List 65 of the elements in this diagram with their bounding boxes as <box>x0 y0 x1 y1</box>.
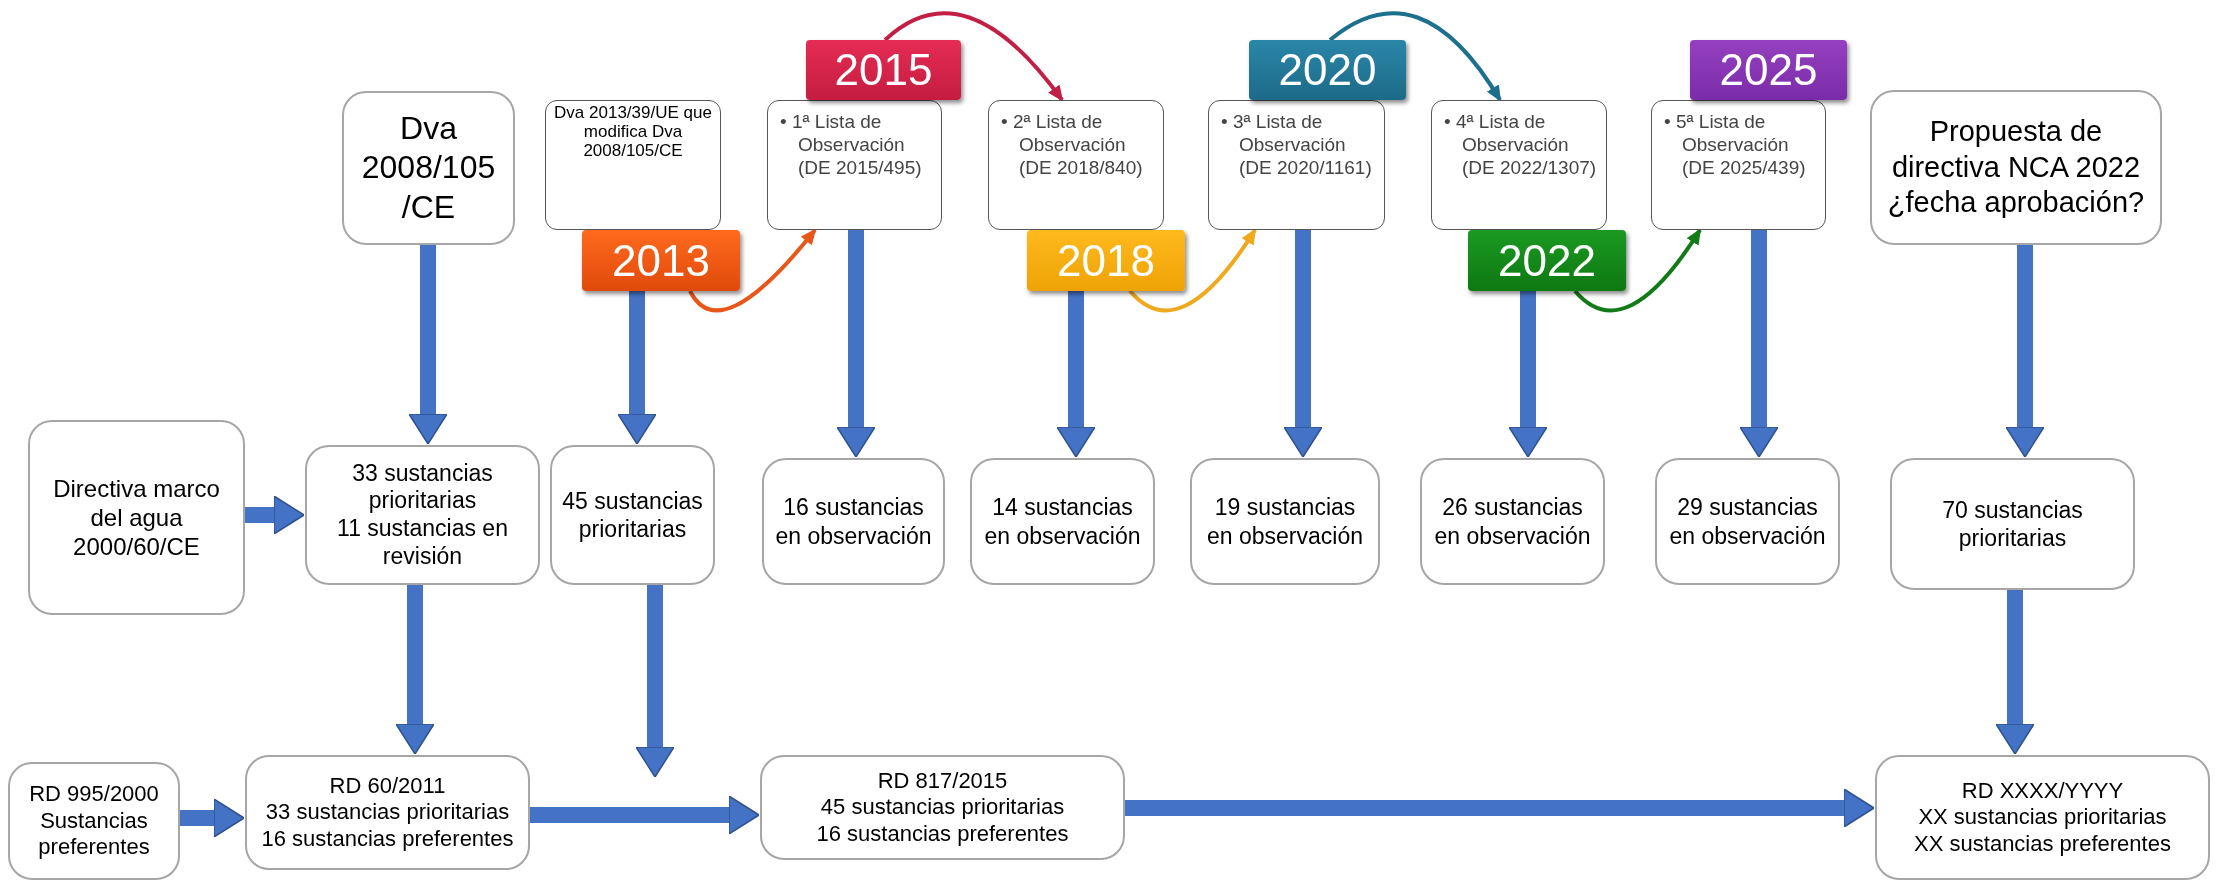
watch-list-card <box>1431 100 1607 230</box>
curved-arrow <box>688 228 817 313</box>
box-text: RD XXXX/YYYY <box>1961 777 2124 805</box>
block-arrow <box>1283 230 1323 458</box>
curved-arrow <box>1573 228 1702 313</box>
box-text: 45 sustancias prioritarias <box>820 794 1065 821</box>
curved-arrow <box>1128 228 1257 313</box>
block-arrow <box>635 585 675 778</box>
text-box: 70 sustancias prioritarias <box>1890 458 2135 590</box>
text-box <box>305 445 540 585</box>
block-arrow <box>2005 245 2045 458</box>
box-text: 11 sustancias en revisión <box>336 515 509 571</box>
text-box: Directiva marco del agua 2000/60/CE <box>28 420 245 615</box>
box-text: RD 817/2015 <box>877 767 1008 795</box>
card-text: Dva 2013/39/UE que modifica Dva 2008/105/CE <box>553 103 713 161</box>
text-box: 14 sustancias en observación <box>970 458 1155 585</box>
text-box: 16 sustancias en observación <box>762 458 945 585</box>
block-arrow <box>1056 291 1096 458</box>
box-text: 33 sustancias prioritarias <box>351 459 494 515</box>
list-item: • 4ª Lista de Observación (DE 2022/1307) <box>1443 111 1598 180</box>
box-text: XX sustancias prioritarias <box>1918 804 2167 831</box>
year-badge: 2022 <box>1468 230 1626 291</box>
block-arrow <box>1508 291 1548 458</box>
text-box: Dva 2008/105 /CE <box>342 91 515 245</box>
box-text: 16 sustancias preferentes <box>816 820 1069 848</box>
year-badge: 2020 <box>1249 40 1406 100</box>
year-badge: 2013 <box>582 230 740 291</box>
watch-list-card <box>988 100 1164 230</box>
curved-arrow <box>883 11 1064 102</box>
text-box <box>245 755 530 870</box>
box-text: 16 sustancias preferentes <box>261 825 514 853</box>
text-box: 26 sustancias en observación <box>1420 458 1605 585</box>
text-box: 29 sustancias en observación <box>1655 458 1840 585</box>
text-box <box>8 762 180 880</box>
curved-arrow <box>1328 11 1502 102</box>
box-text: XX sustancias preferentes <box>1914 830 2171 858</box>
list-item: • 1ª Lista de Observación (DE 2015/495) <box>779 111 923 180</box>
box-text: Sustancias preferentes <box>37 807 151 861</box>
box-text: RD 995/2000 <box>29 781 159 808</box>
list-item: • 3ª Lista de Observación (DE 2020/1161) <box>1220 111 1373 180</box>
text-box: Propuesta de directiva NCA 2022 ¿fecha aprobación? <box>1870 90 2162 245</box>
directive-card <box>545 100 721 230</box>
block-arrow <box>180 798 245 838</box>
block-arrow <box>617 291 657 445</box>
block-arrow <box>836 230 876 458</box>
block-arrow <box>245 495 305 535</box>
watch-list-card <box>1208 100 1385 230</box>
block-arrow <box>408 245 448 445</box>
watch-list-card <box>767 100 942 230</box>
year-badge: 2015 <box>806 40 961 100</box>
year-badge: 2025 <box>1690 40 1847 100</box>
text-box: 19 sustancias en observación <box>1190 458 1380 585</box>
text-box <box>1875 755 2210 880</box>
box-text: 33 sustancias prioritarias <box>265 799 510 826</box>
list-item: • 2ª Lista de Observación (DE 2018/840) <box>1000 111 1144 180</box>
year-badge: 2018 <box>1027 230 1185 291</box>
list-item: • 5ª Lista de Observación (DE 2025/439) <box>1663 111 1807 180</box>
block-arrow <box>1739 230 1779 458</box>
text-box <box>760 755 1125 860</box>
watch-list-card <box>1651 100 1826 230</box>
block-arrow <box>1995 590 2035 755</box>
box-text: RD 60/2011 <box>329 772 446 800</box>
block-arrow <box>1125 788 1875 828</box>
block-arrow <box>530 795 760 835</box>
text-box: 45 sustancias prioritarias <box>550 445 715 585</box>
